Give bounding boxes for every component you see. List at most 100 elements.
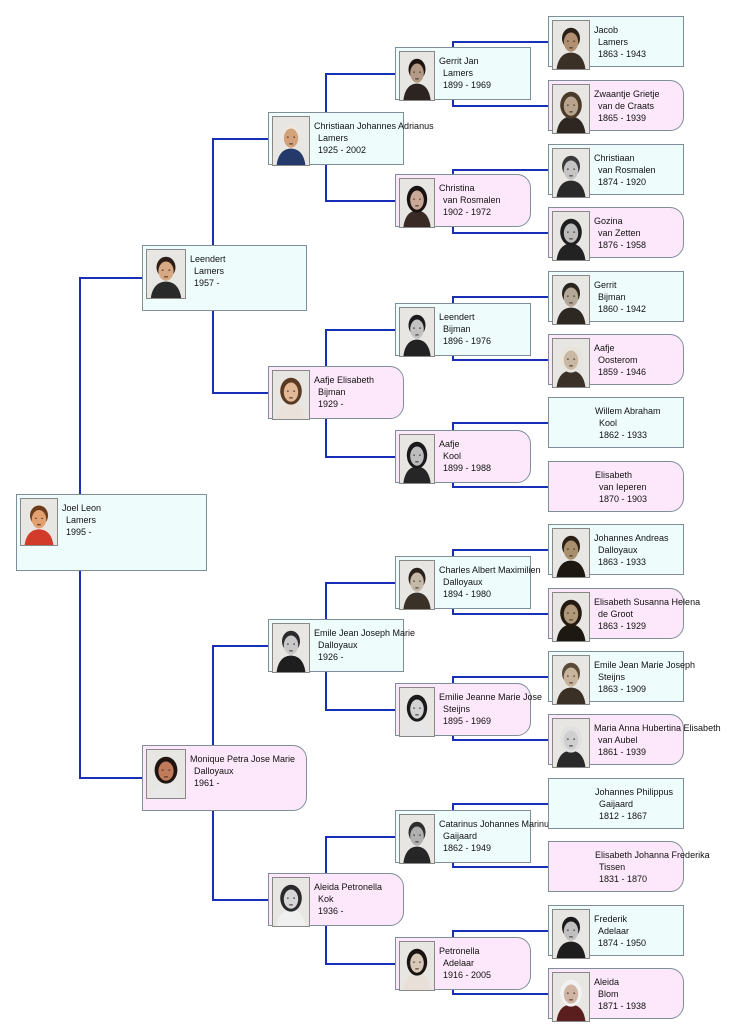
person-life-years: 1831 - 1870: [599, 874, 648, 884]
connector-p1-p3: [212, 138, 268, 245]
connector-p13-p27: [452, 803, 548, 810]
person-surname: Blom: [598, 989, 619, 999]
person-photo: [552, 718, 590, 768]
person-life-years: 1899 - 1969: [443, 80, 492, 90]
person-surname: van de Craats: [598, 101, 655, 111]
person-photo: [552, 972, 590, 1022]
person-life-years: 1926 -: [318, 652, 344, 662]
person-surname: Dalloyaux: [194, 766, 234, 776]
person-photo: [552, 592, 590, 642]
person-surname: van Rosmalen: [443, 195, 501, 205]
connector-p2-p5: [212, 645, 268, 745]
person-life-years: 1894 - 1980: [443, 589, 492, 599]
connector-p7-p15: [452, 41, 548, 47]
connector-p12-p26: [452, 736, 548, 741]
person-given-names: Aafje Elisabeth: [314, 375, 375, 385]
person-surname: van Zetten: [598, 228, 641, 238]
connector-p8-p17: [452, 169, 548, 174]
person-given-names: Gozina: [594, 216, 623, 226]
person-life-years: 1863 - 1943: [598, 49, 647, 59]
person-photo: [552, 84, 590, 134]
person-given-names: Christiaan: [594, 153, 635, 163]
person-box-p18[interactable]: Gozina van Zetten 1876 - 1958: [548, 207, 684, 261]
person-life-years: 1812 - 1867: [599, 811, 648, 821]
person-life-years: 1929 -: [318, 399, 344, 409]
person-given-names: Frederik: [594, 914, 628, 924]
person-life-years: 1936 -: [318, 906, 344, 916]
person-life-years: 1925 - 2002: [318, 145, 367, 155]
person-surname: Bijman: [598, 292, 626, 302]
person-life-years: 1865 - 1939: [598, 113, 647, 123]
person-given-names: Elisabeth Susanna Helena: [594, 597, 701, 607]
person-photo: [399, 560, 435, 610]
connector-p2-p6: [212, 811, 268, 901]
person-given-names: Emilie Jeanne Marie Jose: [439, 692, 543, 702]
connector-p4-p9: [325, 329, 395, 366]
person-given-names: Gerrit Jan: [439, 56, 479, 66]
person-photo: [552, 20, 590, 70]
person-photo: [552, 148, 590, 198]
person-photo: [552, 655, 590, 705]
connector-p8-p18: [452, 227, 548, 234]
person-photo: [552, 211, 590, 261]
connector-p11-p24: [452, 609, 548, 615]
connector-p5-p12: [325, 672, 395, 711]
person-given-names: Joel Leon: [62, 503, 102, 513]
person-life-years: 1876 - 1958: [598, 240, 647, 250]
person-life-years: 1859 - 1946: [598, 367, 647, 377]
connector-p14-p29: [452, 930, 548, 937]
person-photo: [552, 275, 590, 325]
person-given-names: Petronella: [439, 946, 480, 956]
person-life-years: 1899 - 1988: [443, 463, 492, 473]
connector-p5-p11: [325, 582, 395, 619]
person-surname: Lamers: [66, 515, 97, 525]
connector-p3-p8: [325, 165, 395, 202]
person-life-years: 1995 -: [66, 527, 92, 537]
connector-p9-p19: [452, 296, 548, 303]
connector-p1-p4: [212, 311, 268, 394]
